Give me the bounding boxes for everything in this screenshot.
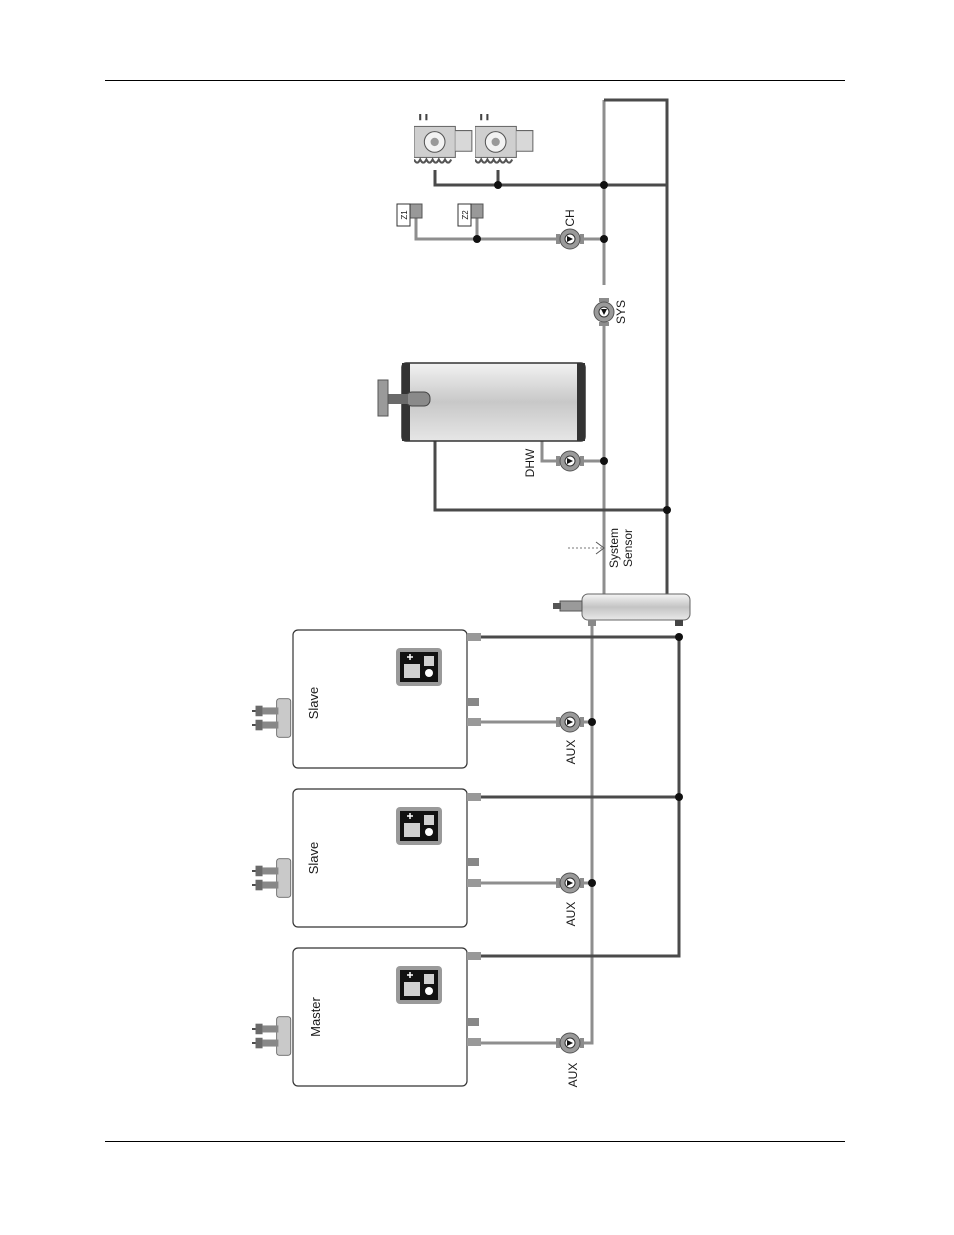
- pump-ch-label: CH: [563, 209, 577, 226]
- pump-sys-label: SYS: [614, 300, 628, 324]
- sensor-label-line-1: System: [607, 528, 621, 568]
- zone-valve-2-label: Z2: [461, 210, 470, 220]
- fan-coil-1: [414, 112, 472, 163]
- pump-aux-2-label: AUX: [564, 902, 578, 927]
- pump-ch: [556, 229, 584, 249]
- hydraulic-separator: [553, 594, 690, 626]
- boiler-master-label: Master: [308, 996, 323, 1036]
- pump-aux-2: [556, 873, 584, 893]
- boiler-master: Master: [252, 948, 481, 1086]
- pump-dhw-label: DHW: [523, 448, 537, 477]
- pump-aux-1: [556, 1033, 584, 1053]
- pump-dhw: [556, 451, 584, 471]
- zone-valve-1: Z1: [397, 204, 422, 226]
- boiler-slave-2-label: Slave: [306, 687, 321, 720]
- pump-sys: [594, 298, 614, 326]
- zone-valve-1-label: Z1: [400, 210, 409, 220]
- boiler-slave-1: Slave: [252, 789, 481, 927]
- system-sensor: System Sensor: [568, 528, 635, 568]
- dhw-tank: [378, 363, 585, 441]
- fan-coil-2: [475, 112, 533, 163]
- pump-aux-1-label: AUX: [566, 1063, 580, 1088]
- pump-aux-3-label: AUX: [564, 740, 578, 765]
- pump-aux-3: [556, 712, 584, 732]
- return-piping: [435, 100, 679, 956]
- pipe-junctions: [473, 181, 683, 887]
- zone-valve-2: Z2: [458, 204, 483, 226]
- sensor-label-line-2: Sensor: [621, 529, 635, 567]
- boiler-slave-1-label: Slave: [306, 842, 321, 875]
- boiler-slave-2: Slave: [252, 630, 481, 768]
